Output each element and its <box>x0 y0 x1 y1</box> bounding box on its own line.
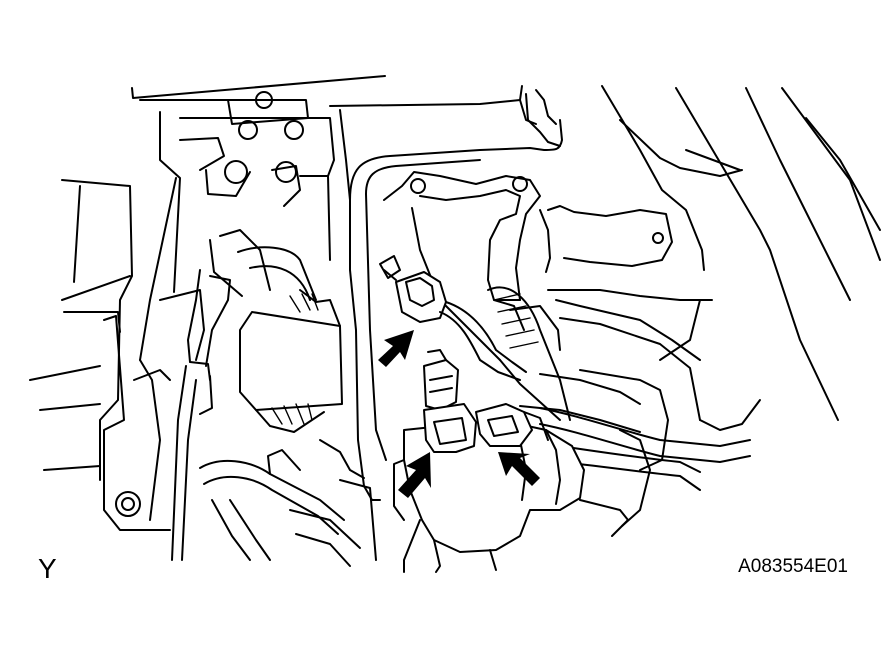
arrow-icon <box>498 452 540 486</box>
left-structure <box>29 179 205 531</box>
figure-code: A083554E01 <box>738 556 848 577</box>
left-harness <box>171 229 317 561</box>
view-label: Y <box>38 553 57 584</box>
upper-bracket <box>131 75 386 361</box>
lower-hoses <box>199 439 377 567</box>
right-structure <box>539 85 881 537</box>
lower-sensor-assembly <box>393 349 585 573</box>
center-bracket <box>329 85 563 501</box>
bolt-heads <box>115 91 304 517</box>
arrow-icon <box>398 452 431 498</box>
left-relay-block <box>239 289 343 433</box>
arrow-icon <box>378 330 414 367</box>
upper-connector <box>379 255 527 381</box>
